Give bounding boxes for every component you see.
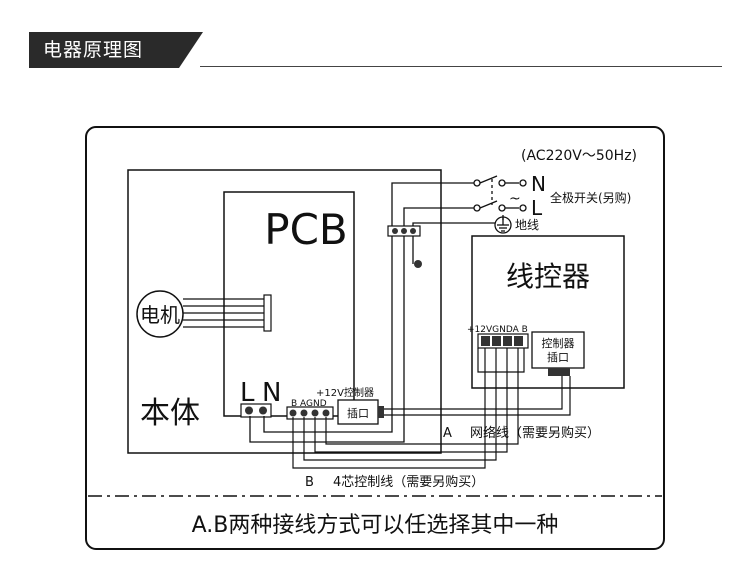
motor-wires: [183, 298, 266, 328]
body-pin-B: [289, 409, 297, 417]
body-pin-12V: [322, 409, 330, 417]
controller-socket-label: 控制器: [542, 336, 575, 350]
terminal-N-label: N: [262, 378, 281, 408]
controller-title: 线控器: [506, 260, 590, 293]
ctrl-pin-A: [503, 336, 512, 346]
mains-L-point: [519, 204, 527, 212]
section-title: 电器原理图: [43, 39, 144, 61]
header-rule: [200, 66, 722, 67]
ground-label: 地线: [515, 218, 539, 232]
switch-L-in: [473, 204, 481, 212]
pcb-label: PCB: [264, 205, 347, 254]
controller-pins-label: +12VGNDA B: [467, 325, 528, 335]
motor-symbol: [136, 290, 184, 338]
power-wires: [249, 182, 504, 443]
section-title-tab: 电器原理图: [29, 32, 179, 68]
terminal-L-label: L: [240, 378, 255, 408]
controller-socket-plug: [548, 368, 570, 376]
appliance-body-box: [127, 169, 442, 454]
diagram-frame: [85, 126, 665, 550]
mains-N-label: N: [531, 172, 546, 196]
title-tab-slant: [179, 32, 203, 68]
body-pin-A: [300, 409, 308, 417]
mains-N-point: [519, 179, 527, 187]
ctrl-pin-GND: [492, 336, 501, 346]
body-socket-plug: [378, 406, 384, 418]
route-B-text: 4芯控制线（需要另购买）: [333, 474, 484, 490]
footer-note: A.B两种接线方式可以任选择其中一种: [192, 513, 559, 538]
body-port-pins-label: +12V控制器: [316, 386, 374, 399]
body-socket-label: 插口: [347, 406, 369, 420]
body-label: 本体: [140, 396, 200, 431]
body-control-terminal: [286, 406, 334, 420]
inner-terminal-2: [401, 228, 407, 234]
mains-L-label: L: [531, 196, 543, 220]
switch-L-out: [498, 204, 506, 212]
route-A-network-cable: [384, 376, 571, 416]
ground-screw: [414, 260, 422, 268]
route-A-text: 网络线（需要另购买）: [470, 425, 600, 441]
power-spec-label: (AC220V～50Hz): [521, 148, 637, 164]
all-pole-switch: [479, 175, 519, 209]
route-A-letter: A: [443, 426, 452, 441]
wire-controller-box: [471, 235, 625, 389]
switch-N-in: [473, 179, 481, 187]
inner-terminal-3: [410, 228, 416, 234]
terminal-L-screw: [245, 406, 253, 415]
ctrl-pin-12V: [481, 336, 490, 346]
inner-terminal-1: [392, 228, 398, 234]
route-B-control-cable: [292, 348, 519, 469]
terminal-N-screw: [259, 406, 267, 415]
mains-tilde: ~: [509, 191, 521, 207]
switch-note: 全极开关(另购): [550, 190, 631, 205]
switch-N-out: [498, 179, 506, 187]
ctrl-pin-B: [514, 336, 523, 346]
controller-terminal-housing: [477, 348, 525, 373]
controller-socket-sub: 插口: [547, 350, 569, 364]
route-B-letter: B: [305, 475, 314, 490]
motor-connector: [263, 294, 272, 332]
motor-label: 电机: [140, 303, 180, 327]
body-port-letters-label: B AGND: [291, 399, 327, 409]
body-pin-GND: [311, 409, 319, 417]
